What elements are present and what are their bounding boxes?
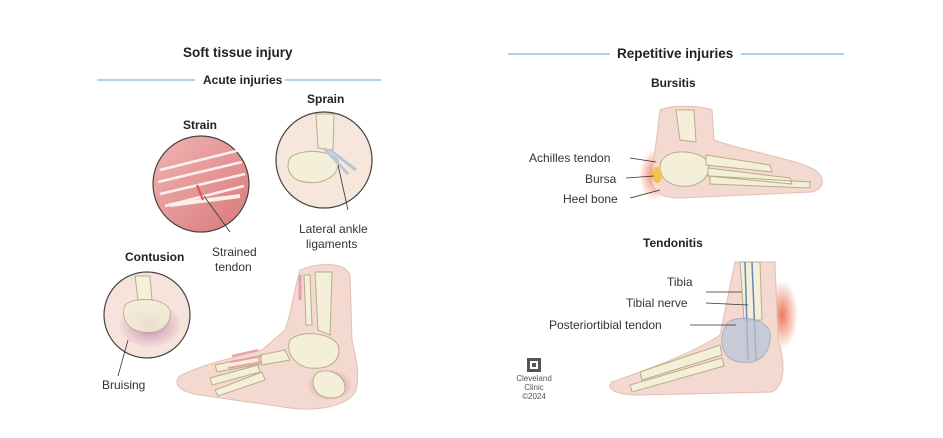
right-title-rule-right (741, 53, 844, 55)
strained-tendon-label-line1: Strained (212, 245, 257, 260)
credit-line3: ©2024 (512, 392, 556, 401)
lateral-ankle-ligaments-label-line1: Lateral ankle (299, 222, 368, 237)
bursitis-title: Bursitis (651, 76, 696, 90)
subtitle-rule-right (285, 79, 381, 81)
cleveland-clinic-logo-icon (527, 358, 541, 372)
contusion-illustration (104, 272, 190, 376)
subtitle-rule-left (97, 79, 195, 81)
left-panel-title: Soft tissue injury (183, 45, 293, 60)
credit-line1: Cleveland (512, 374, 556, 383)
right-title-rule-left (508, 53, 610, 55)
credit-line2: Clinic (512, 383, 556, 392)
bursitis-illustration (626, 106, 822, 201)
strained-tendon-label-line2: tendon (215, 260, 252, 275)
contusion-title: Contusion (125, 250, 184, 264)
bruising-label: Bruising (102, 378, 145, 393)
tibial-nerve-label: Tibial nerve (626, 296, 688, 311)
credit: Cleveland Clinic ©2024 (512, 374, 556, 401)
posteriortibial-tendon-label: Posteriortibial tendon (549, 318, 662, 333)
sprain-title: Sprain (307, 92, 344, 106)
bursa-label: Bursa (585, 172, 616, 187)
sprain-illustration (276, 112, 372, 210)
tendonitis-title: Tendonitis (643, 236, 703, 250)
right-panel-title: Repetitive injuries (617, 46, 733, 61)
foot-main-illustration (177, 265, 358, 410)
acute-injuries-subtitle: Acute injuries (203, 73, 282, 87)
tibia-label: Tibia (667, 275, 693, 290)
achilles-tendon-label: Achilles tendon (529, 151, 610, 166)
strain-illustration (153, 136, 249, 232)
heel-bone-label: Heel bone (563, 192, 618, 207)
strain-title: Strain (183, 118, 217, 132)
lateral-ankle-ligaments-label-line2: ligaments (306, 237, 357, 252)
